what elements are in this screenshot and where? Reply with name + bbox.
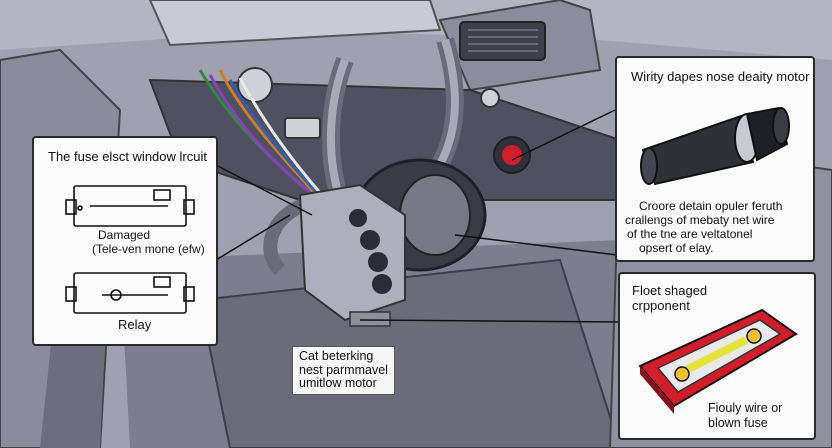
- motor-desc-line1: Croore detain opuler feruth: [639, 199, 783, 213]
- leader-lines: [215, 109, 621, 323]
- window-motor-face: [399, 174, 471, 256]
- motor-desc-line3: of the tne are veltatonel: [627, 227, 753, 241]
- center-caption-line1: Cat beterking: [299, 349, 374, 363]
- warning-light-icon: [502, 145, 522, 165]
- vent-housing: [148, 0, 442, 47]
- fuse-circuit-callout: The fuse elsct window lrcuit Damaged (Te…: [32, 136, 218, 346]
- fuse-drawing: [638, 308, 798, 414]
- relay-icon: [65, 272, 195, 314]
- motor-callout: Wirity dapes nose deaity motor Croore de…: [615, 56, 815, 262]
- floor-tunnel: [198, 258, 622, 448]
- fuse-circuit-title: The fuse elsct window lrcuit: [48, 149, 207, 164]
- motor-title: Wirity dapes nose deaity motor: [631, 69, 810, 84]
- relay-icon: [65, 185, 195, 227]
- console-knob: [480, 88, 500, 108]
- relay-connectors: [349, 209, 392, 294]
- fuse-caption-line1: Fiouly wire or: [708, 401, 783, 415]
- fuse-caption-line2: blown fuse: [708, 416, 768, 430]
- motor-drawing: [640, 106, 790, 186]
- motor-desc-line2: crallengs of mebaty net wire: [625, 213, 775, 227]
- cable-conduit-left-highlight: [326, 58, 349, 202]
- center-caption-line2: nest parmmavel: [299, 362, 388, 377]
- air-vent-slats: [468, 29, 538, 52]
- relay-label: Relay: [118, 317, 152, 332]
- fuse-component-title-line1: Floet shaged: [632, 283, 708, 298]
- fuse-component-title-line2: crpponent: [632, 298, 690, 313]
- motor-icon: [640, 106, 790, 186]
- motor-desc-line4: opsert of elay.: [639, 241, 714, 255]
- center-caption-line3: umitlow motor: [299, 376, 377, 390]
- air-vent: [459, 21, 546, 61]
- damaged-label: Damaged: [98, 228, 151, 242]
- fuse-icon: [638, 308, 798, 414]
- center-caption: Cat beterking nest parmmavel umitlow mot…: [292, 346, 395, 395]
- damaged-sublabel: (Tele-ven mone (efw): [92, 242, 205, 256]
- fuse-circuit-drawings: [65, 185, 195, 314]
- relay-plug: [349, 311, 391, 327]
- dash-switch: [284, 117, 321, 139]
- fuse-component-callout: Floet shaged crpponent Fiouly wire or bl…: [618, 272, 816, 440]
